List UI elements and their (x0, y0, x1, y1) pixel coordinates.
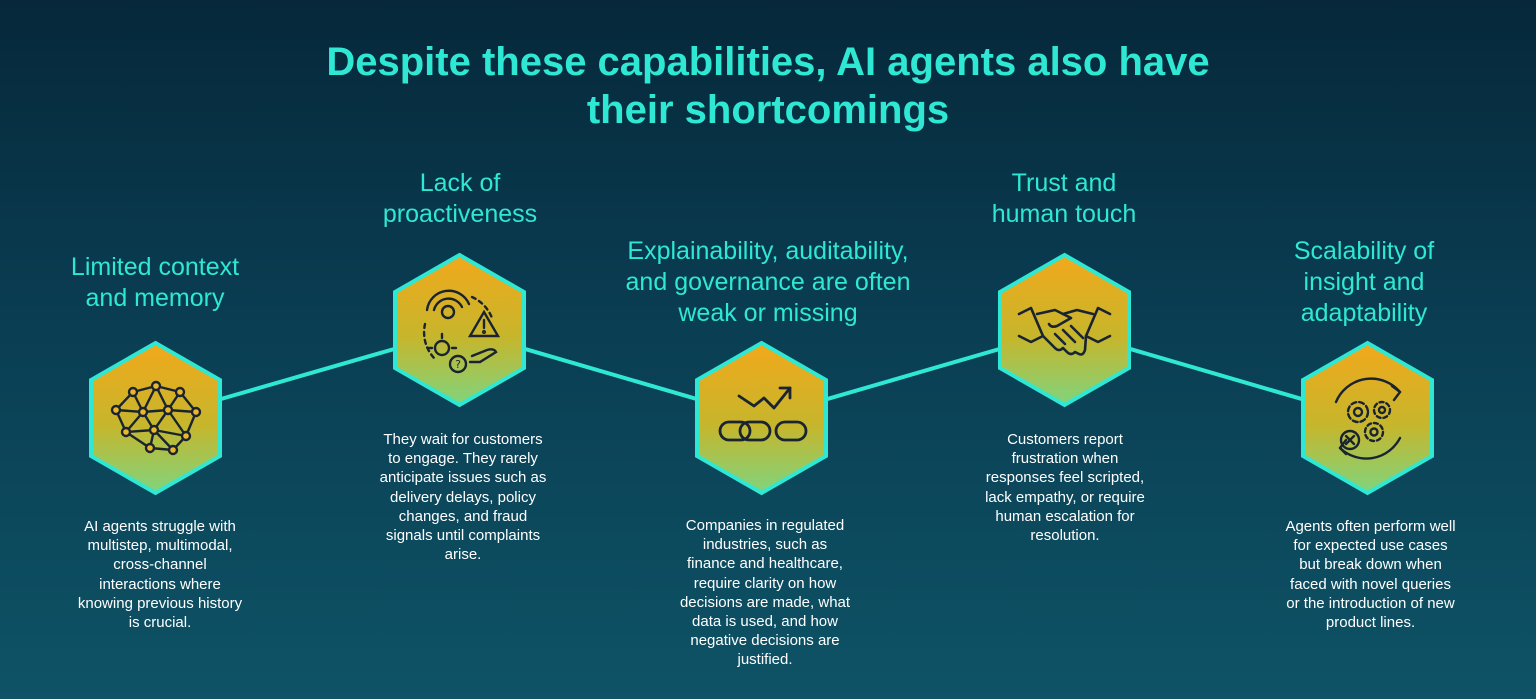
hexagon-lack-of-proactiveness: ? (392, 252, 527, 408)
heading-explainability: Explainability, auditability,and governa… (625, 237, 911, 327)
page-title: Despite these capabilities, AI agents al… (0, 38, 1536, 134)
hexagon-limited-context (88, 340, 223, 496)
handshake-icon (1017, 306, 1112, 356)
hexagon-scalability (1300, 340, 1435, 496)
title-line-2: their shortcomings (586, 88, 950, 132)
hexagon-explainability (694, 340, 829, 496)
neural-network-icon (110, 380, 202, 456)
process-warning-icon: ? (422, 289, 501, 374)
title-line-1: Despite these capabilities, AI agents al… (326, 40, 1210, 84)
svg-text:?: ? (455, 358, 461, 371)
hexagon-trust-human-touch (997, 252, 1132, 408)
gears-cycle-icon (1334, 377, 1402, 460)
broken-chain-icon (718, 386, 808, 442)
